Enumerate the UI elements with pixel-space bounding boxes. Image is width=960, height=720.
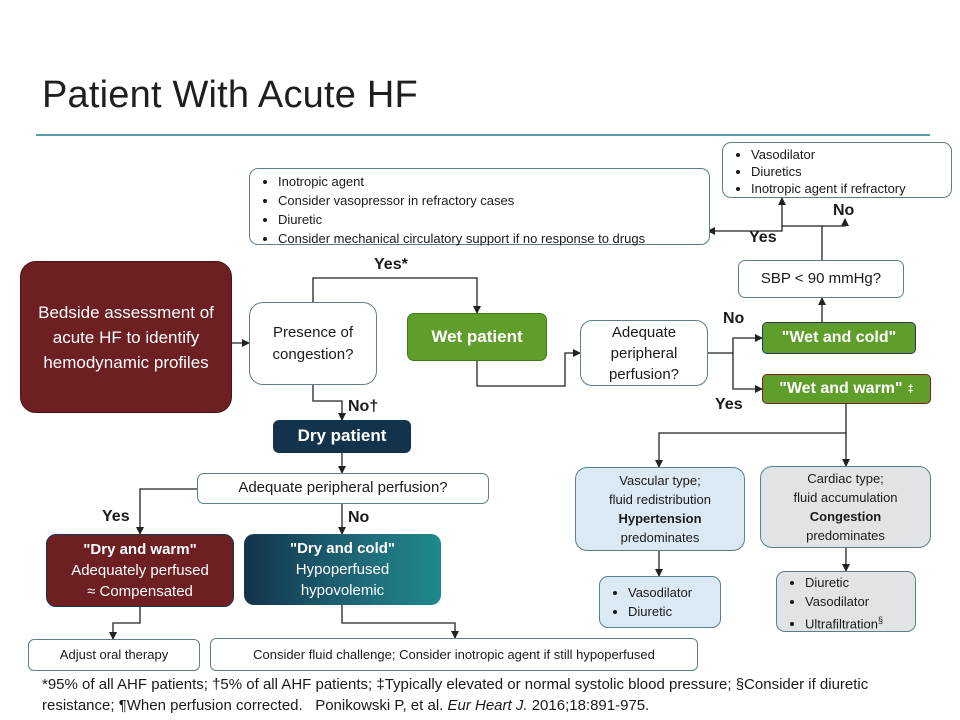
footnote-4: §Consider if diuretic resistance; (42, 676, 869, 714)
label-yes-star: Yes* (374, 256, 408, 273)
arrow-congestion-yes (312, 277, 481, 314)
fluid-challenge-box: Consider fluid challenge; Consider inotr… (210, 638, 698, 671)
list-item: Diuretic (278, 210, 701, 229)
dry-and-cold-box: "Dry and cold" Hypoperfused hypovolemic (244, 534, 441, 605)
dry-and-warm-line2: ≈ Compensated (87, 583, 193, 600)
cardiac-type-line4: predominates (806, 528, 885, 543)
cardiac-treatment-list: Diuretic Vasodilator Ultrafiltration§ (776, 571, 916, 632)
arrow-congestion-no (312, 385, 346, 421)
list-item: Diuretic (805, 573, 907, 592)
arrow-perfusion-yes-dry (136, 488, 197, 535)
footnote: *95% of all AHF patients; †5% of all AHF… (42, 674, 942, 716)
label-yes-sbp: Yes (749, 229, 777, 246)
dry-patient-box: Dry patient (273, 420, 411, 453)
arrow-wet-to-perfusion (476, 349, 581, 387)
list-item: Vasodilator (805, 592, 907, 611)
list-item: Consider mechanical circulatory support … (278, 229, 701, 248)
dry-and-warm-title: "Dry and warm" (83, 541, 197, 558)
adequate-perfusion-wet-box: Adequate peripheral perfusion? (580, 320, 708, 386)
arrow-warm-branch (655, 404, 847, 468)
vasodilator-treatment-list: Vasodilator Diuretics Inotropic agent if… (722, 142, 952, 198)
label-no-dagger: No† (348, 398, 379, 415)
cardiac-type-box: Cardiac type; fluid accumulation Congest… (760, 466, 931, 548)
footnote-5: ¶When perfusion corrected. (118, 697, 303, 714)
wet-and-warm-box: "Wet and warm" ‡ (762, 374, 931, 404)
citation-journal: Eur Heart J. (447, 697, 528, 714)
footnote-1: *95% of all AHF patients; (42, 676, 213, 693)
wet-and-warm-mark: ‡ (907, 382, 914, 395)
wet-patient-box: Wet patient (407, 313, 547, 361)
dry-and-cold-title: "Dry and cold" (289, 540, 396, 557)
arrow-perfusion-yes (732, 353, 763, 393)
list-item: Inotropic agent (278, 172, 701, 191)
vascular-type-box: Vascular type; fluid redistribution Hype… (575, 467, 745, 551)
arrow-sbp-no (822, 218, 849, 227)
list-item: Consider vasopressor in refractory cases (278, 191, 701, 210)
arrow-warm-to-oral (109, 607, 141, 640)
wet-and-warm-label: "Wet and warm" (779, 380, 903, 398)
cardiac-type-line2: fluid accumulation (793, 490, 898, 505)
citation-rest: 2016;18:891-975. (527, 697, 650, 714)
ultrafiltration-label: Ultrafiltration (805, 616, 878, 632)
dry-and-warm-line1: Adequately perfused (71, 562, 209, 579)
dry-and-warm-box: "Dry and warm" Adequately perfused ≈ Com… (46, 534, 234, 607)
list-item: Ultrafiltration§ (805, 611, 907, 633)
dry-and-cold-line2: hypovolemic (300, 582, 385, 599)
vascular-type-line4: predominates (620, 530, 700, 545)
vascular-type-line3: Hypertension (618, 511, 702, 526)
footnote-2: †5% of all AHF patients; (212, 676, 377, 693)
arrow-sbp-yes (707, 226, 783, 235)
arrow-perfusion-no (708, 334, 763, 354)
presence-of-congestion-box: Presence of congestion? (249, 302, 377, 385)
inotropic-treatment-list: Inotropic agent Consider vasopressor in … (249, 168, 710, 248)
footnote-3: ‡Typically elevated or normal systolic b… (376, 676, 736, 693)
list-item: Diuretic (628, 602, 712, 621)
cardiac-type-line1: Cardiac type; (807, 471, 884, 486)
page-title: Patient With Acute HF (42, 74, 418, 116)
label-yes-wet: Yes (715, 396, 743, 413)
list-item: Vasodilator (628, 583, 712, 602)
label-no-wet: No (723, 310, 745, 327)
list-item: Diuretics (751, 163, 943, 180)
ultrafiltration-mark: § (877, 615, 883, 625)
wet-and-cold-box: "Wet and cold" (762, 322, 916, 354)
list-item: Inotropic agent if refractory (751, 180, 943, 197)
title-divider (36, 134, 930, 136)
sbp-question-box: SBP < 90 mmHg? (738, 260, 904, 298)
list-item: Vasodilator (751, 146, 943, 163)
vascular-type-line1: Vascular type; (619, 473, 701, 488)
arrow-sbp-branch (778, 197, 823, 260)
label-no-sbp: No (833, 202, 855, 219)
label-yes-dry: Yes (102, 508, 130, 525)
label-no-dry: No (348, 509, 370, 526)
citation-authors: Ponikowski P, et al. (315, 697, 448, 714)
vascular-treatment-list: Vasodilator Diuretic (599, 576, 721, 628)
adequate-perfusion-dry-box: Adequate peripheral perfusion? (197, 473, 489, 504)
vascular-type-line2: fluid redistribution (609, 492, 711, 507)
bedside-assessment-box: Bedside assessment of acute HF to identi… (20, 261, 232, 413)
dry-and-cold-line1: Hypoperfused (295, 561, 390, 578)
cardiac-type-line3: Congestion (809, 509, 882, 524)
adjust-oral-therapy-box: Adjust oral therapy (28, 639, 200, 671)
arrow-cold-to-fluid (341, 605, 459, 639)
